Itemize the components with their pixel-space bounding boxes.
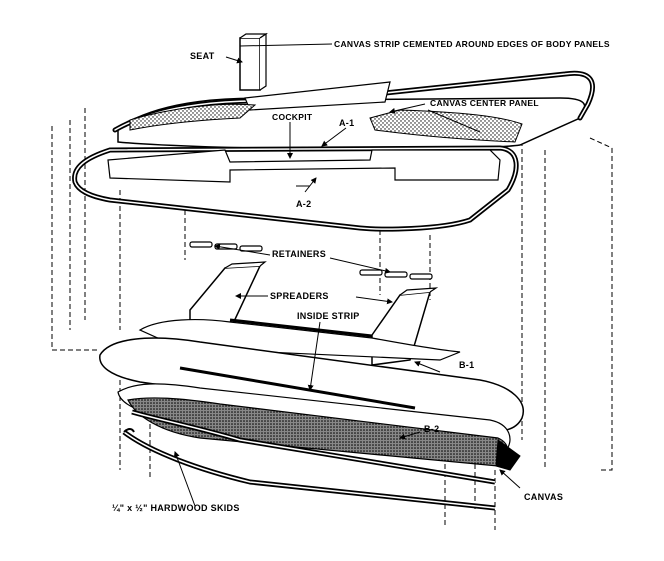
hardwood-skids: [122, 409, 496, 511]
label-canvas-strip: CANVAS STRIP CEMENTED AROUND EDGES OF BO…: [334, 39, 610, 49]
label-hardwood-skids: ¼" x ½" HARDWOOD SKIDS: [112, 503, 240, 513]
body-panel-b2: [117, 383, 521, 471]
label-seat: SEAT: [190, 51, 215, 61]
label-canvas-center-panel: CANVAS CENTER PANEL: [430, 98, 539, 108]
label-canvas: CANVAS: [524, 492, 564, 502]
label-inside-strip: INSIDE STRIP: [297, 311, 360, 321]
label-b2: B-2: [424, 424, 440, 434]
label-a1: A-1: [339, 118, 355, 128]
label-cockpit: COCKPIT: [272, 112, 313, 122]
body-panel-a2: [72, 145, 519, 232]
label-b1: B-1: [459, 360, 475, 370]
body-panel-a1: [112, 70, 595, 151]
seat: [239, 32, 268, 91]
leader-lines: [173, 43, 521, 507]
label-retainers: RETAINERS: [272, 249, 327, 259]
label-spreaders: SPREADERS: [270, 291, 329, 301]
label-a2: A-2: [296, 199, 312, 209]
body-panel-b1: [99, 319, 524, 432]
retainers: [189, 241, 433, 280]
